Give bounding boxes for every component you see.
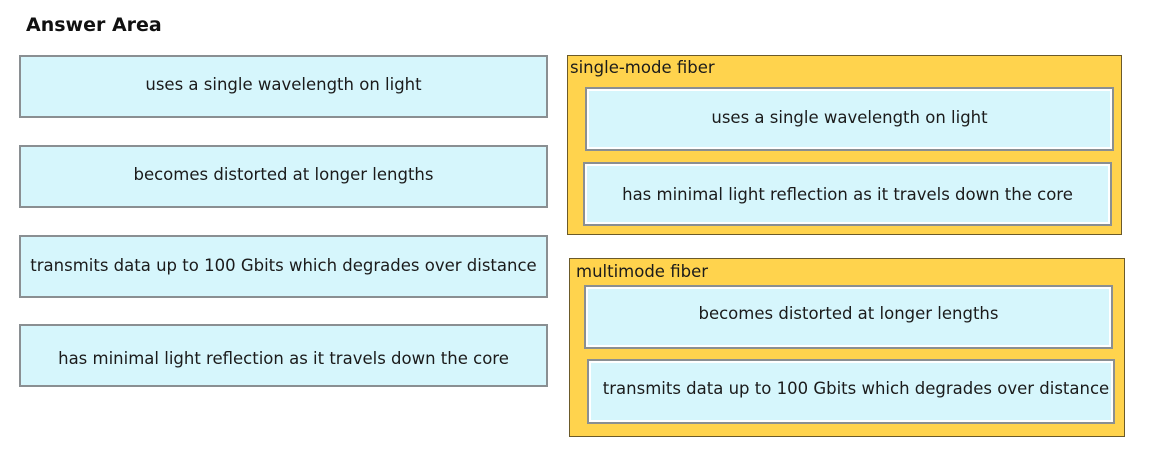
- target-item[interactable]: becomes distorted at longer lengths: [584, 285, 1113, 349]
- target-item-label: has minimal light reflection as it trave…: [622, 185, 1073, 204]
- target-item[interactable]: uses a single wavelength on light: [585, 87, 1114, 151]
- source-item-label: transmits data up to 100 Gbits which deg…: [30, 256, 537, 275]
- source-item[interactable]: transmits data up to 100 Gbits which deg…: [19, 235, 548, 298]
- target-item[interactable]: has minimal light reflection as it trave…: [583, 162, 1112, 226]
- target-group-multimode[interactable]: multimode fiber becomes distorted at lon…: [569, 258, 1125, 437]
- source-item[interactable]: becomes distorted at longer lengths: [19, 145, 548, 208]
- target-item-label: uses a single wavelength on light: [711, 108, 988, 127]
- source-item[interactable]: has minimal light reflection as it trave…: [19, 324, 548, 387]
- target-group-single-mode[interactable]: single-mode fiber uses a single waveleng…: [567, 55, 1122, 235]
- source-item-label: becomes distorted at longer lengths: [133, 165, 434, 184]
- source-item-label: has minimal light reflection as it trave…: [58, 349, 509, 368]
- target-group-label: single-mode fiber: [570, 58, 715, 77]
- source-item-label: uses a single wavelength on light: [145, 75, 422, 94]
- source-item[interactable]: uses a single wavelength on light: [19, 55, 548, 118]
- target-item-label: becomes distorted at longer lengths: [698, 304, 999, 323]
- target-item[interactable]: transmits data up to 100 Gbits which deg…: [587, 359, 1115, 424]
- target-item-label: transmits data up to 100 Gbits which deg…: [602, 379, 1110, 398]
- page-title: Answer Area: [26, 14, 162, 36]
- target-group-label: multimode fiber: [576, 262, 709, 281]
